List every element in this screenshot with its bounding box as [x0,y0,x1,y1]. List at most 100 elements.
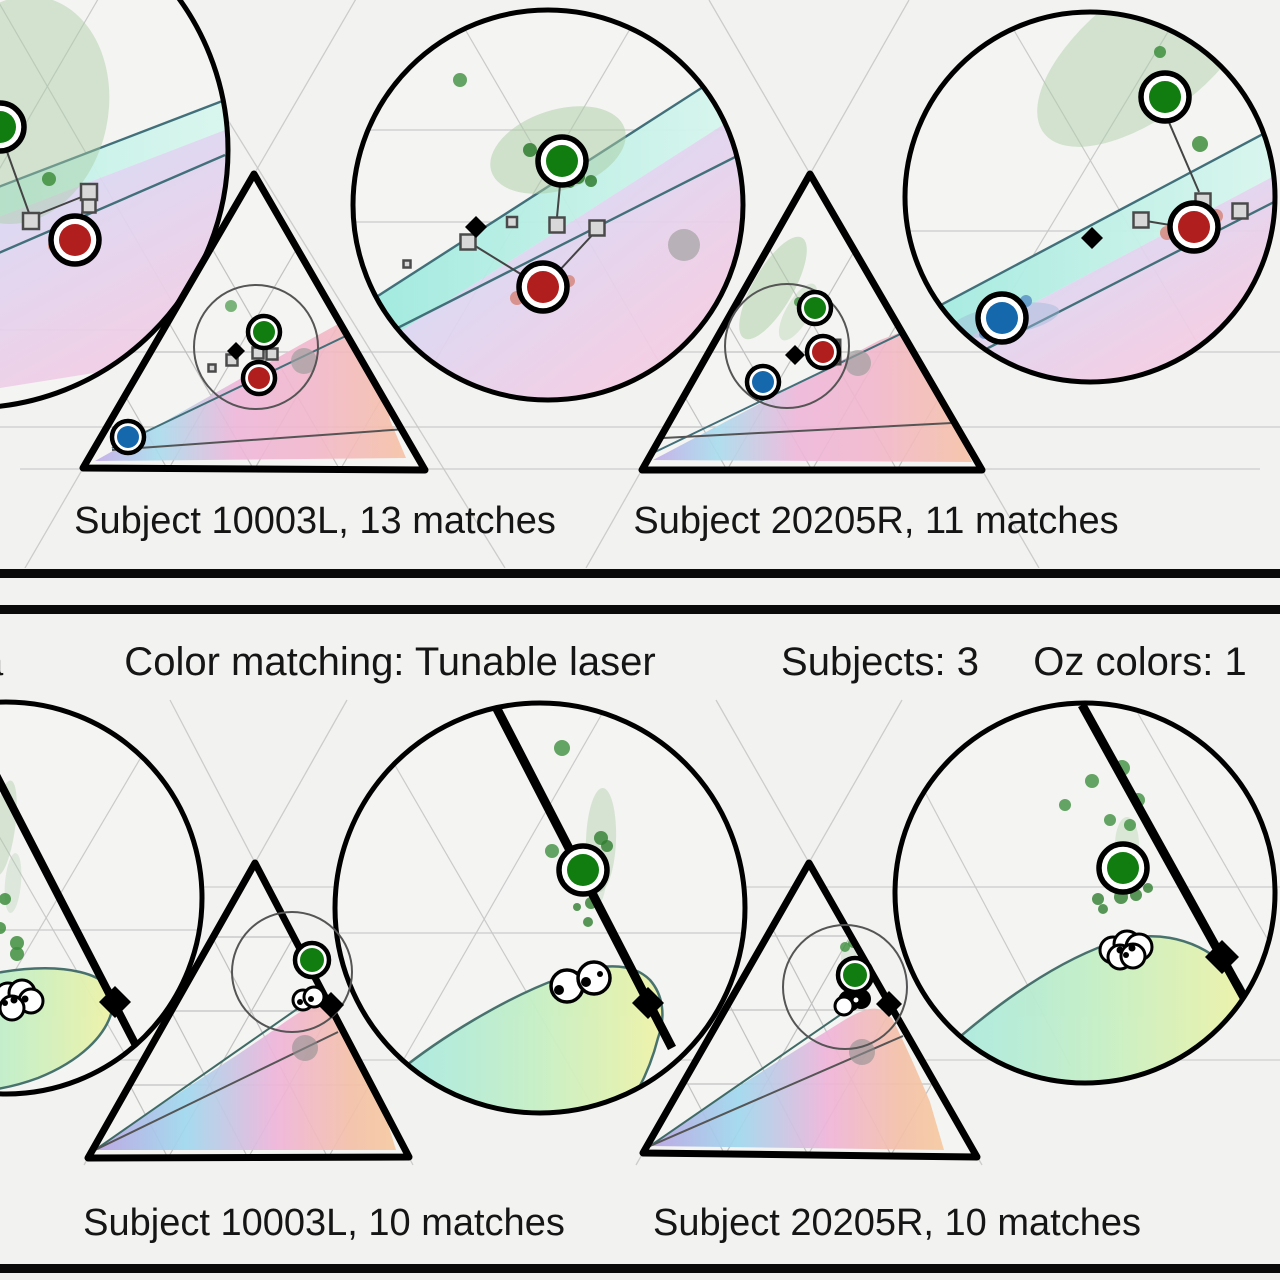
gamut-line [94,999,311,1151]
square-marker [207,363,217,373]
bottom-border-line [0,1264,1280,1273]
open-circle-marker [1119,942,1147,970]
gray-dot [668,229,700,261]
inset-outline [350,7,746,403]
marker-fill-dot [597,971,603,977]
square-marker [588,219,606,237]
green-match-marker [535,134,589,188]
triangle-outline [638,170,986,474]
caption-top-left: Subject 10003L, 13 matches [74,500,556,542]
inset-circle-mid [353,10,743,400]
match-dot [0,922,6,934]
gamut-line [359,150,743,349]
red-match-marker [1167,200,1221,254]
target-diamond [99,986,131,1018]
target-diamond [1081,227,1103,249]
oz-colors-count-label: Oz colors: 1 [1033,640,1247,684]
match-dot [583,917,593,927]
grid-line [642,174,728,470]
gamut-line [662,422,953,439]
grid-line [384,704,608,1093]
green-match-marker [245,313,283,351]
marker-fill-dot [308,996,314,1002]
green-match-marker [0,100,27,154]
square-marker [1231,202,1249,220]
blue-match-marker [744,363,782,401]
match-dot [10,947,24,961]
match-dot [297,915,309,927]
gamut-line [0,98,226,289]
match-dot [1124,819,1136,831]
target-diamond [632,987,664,1019]
match-dot [1192,136,1208,152]
red-match-marker [240,359,278,397]
inset-circle-left [0,702,202,1094]
gray-dot [845,350,871,376]
gray-dot [292,1035,318,1061]
match-dot [1085,774,1099,788]
triangle-edge-magnified [0,738,164,1094]
inset-outline [892,700,1278,1086]
square-marker [459,233,477,251]
caption-bottom-right: Subject 20205R, 10 matches [653,1202,1141,1244]
panel-divider-line-2 [0,605,1280,614]
green-match-marker [1138,70,1192,124]
open-circle-marker [302,985,326,1009]
marker-fill-dot [581,977,591,987]
marker-fill-dot [1128,944,1136,952]
scatter-ellipse [739,236,807,340]
green-match-marker [292,940,332,980]
filled-circle-marker [851,989,871,1009]
marker-fill-dot [297,999,303,1005]
green-match-marker [556,843,610,897]
cropped-letter-fragment: a [0,640,3,685]
scatter-ellipse [1037,12,1259,147]
spectral-band [0,100,225,317]
match-dot [1104,814,1116,826]
square-marker [21,211,41,231]
marker-fill-dot [853,997,859,1003]
match-dot [1092,893,1104,905]
caption-top-right: Subject 20205R, 11 matches [633,500,1119,542]
square-marker [505,215,519,229]
square-marker [265,347,279,361]
marker-fill-dot [10,996,18,1004]
match-dot [554,740,570,756]
caption-bottom-left: Subject 10003L, 10 matches [83,1202,565,1244]
green-match-marker [835,955,875,995]
panel-title: Color matching: Tunable laser [124,640,656,684]
marker-fill-dot [554,985,564,995]
square-marker [81,198,97,214]
panel-divider-line-1 [0,569,1280,578]
subjects-count-label: Subjects: 3 [781,640,979,684]
target-diamond [318,992,344,1018]
zoom-region-circle [724,283,850,409]
match-dot [545,844,559,858]
match-dot [523,143,537,157]
match-dot [1059,799,1071,811]
inset-outline [332,700,748,1116]
match-dot [453,73,467,87]
connector-line [33,195,85,217]
gamut-line [649,1003,857,1147]
gamut-line [111,427,421,451]
connector-line [1167,119,1200,193]
inset-outline [0,0,231,409]
marker-fill-dot [1123,952,1129,958]
match-dot [1154,46,1166,58]
bottom-panel [0,699,1280,1166]
grid-line [83,174,169,470]
green-match-marker [796,289,834,327]
gamut-line [654,313,943,453]
inset-outline [902,9,1278,385]
match-dot [1143,883,1153,893]
square-marker [79,182,99,202]
target-diamond [1205,940,1239,974]
triangle-outline [79,170,429,474]
red-match-marker [48,213,102,267]
green-match-marker [1096,841,1150,895]
target-diamond [876,991,902,1017]
top-panel [0,0,1280,568]
